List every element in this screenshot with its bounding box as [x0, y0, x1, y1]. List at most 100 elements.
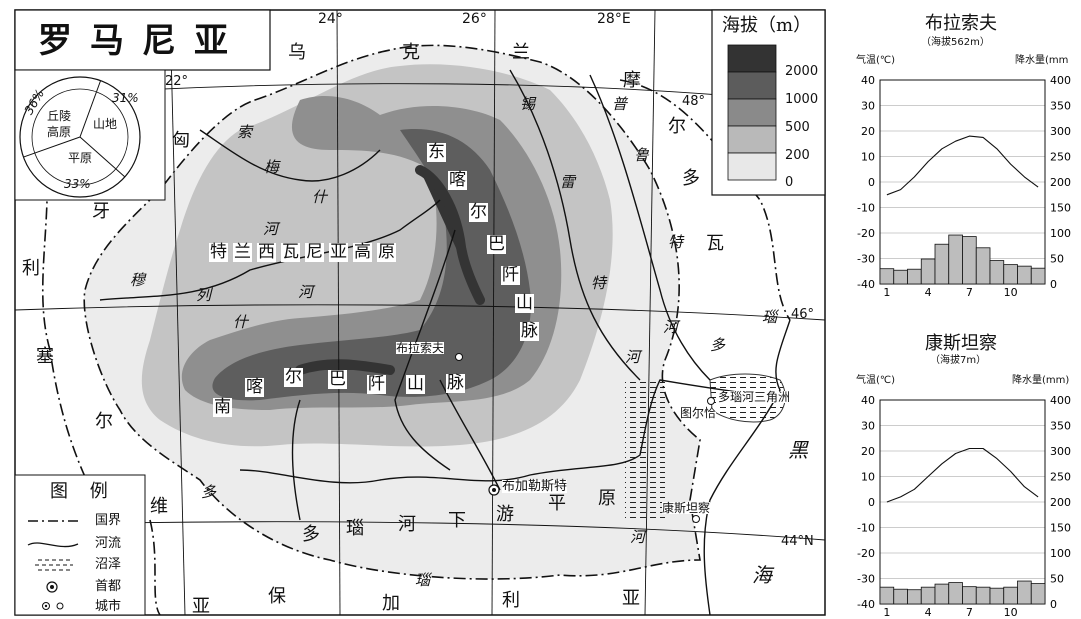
neighbor-moldova-2: 尔: [668, 116, 686, 137]
somes-char-2: 梅: [264, 158, 280, 176]
temp-tick-label: 10: [861, 151, 875, 164]
temp-tick-label: 30: [861, 420, 875, 433]
temp-tick-label: -10: [857, 202, 875, 215]
bucharest-marker-dot: [492, 488, 496, 492]
east-carp-1: 东: [427, 142, 446, 162]
precip-bar-month-9: [989, 587, 1005, 605]
month-tick-label: 10: [1004, 286, 1018, 299]
temp-tick-label: 0: [868, 496, 875, 509]
precip-bar-month-4: [920, 258, 936, 285]
neighbor-bulgaria-3: 利: [502, 590, 520, 611]
precip-tick-label: 400: [1050, 74, 1071, 87]
south-carp-3: 尔: [284, 367, 303, 387]
prut-char-3: 特: [668, 233, 684, 251]
lower-danube-swamp: [625, 380, 665, 520]
temp-tick-label: -40: [857, 598, 875, 611]
city-markers: [455, 353, 715, 523]
neighbor-bulgaria-4: 亚: [622, 588, 640, 609]
precip-bar-month-12: [1030, 583, 1046, 605]
climate2-ylabel-left: 气温(℃): [856, 375, 896, 386]
month-tick-label: 1: [883, 286, 890, 299]
south-carp-5: 阡: [367, 374, 386, 394]
neighbor-ukraine-3: 兰: [512, 42, 530, 63]
precip-tick-label: 250: [1050, 151, 1071, 164]
climate1-ylabel-left: 气温(℃): [856, 55, 896, 66]
precip-bar-month-1: [879, 586, 895, 605]
precip-bar-month-7: [962, 236, 977, 285]
mures-char-1: 穆: [130, 271, 146, 289]
neighbor-moldova-4: 瓦: [706, 233, 724, 254]
precip-bar-month-5: [934, 243, 950, 285]
precip-tick-label: 250: [1050, 471, 1071, 484]
precip-tick-label: 0: [1050, 598, 1057, 611]
precip-bar-month-5: [934, 583, 950, 605]
legend-label-capital: 首都: [95, 579, 122, 594]
pie-label-hills-2: 高原: [47, 125, 72, 139]
precip-bar-month-10: [1003, 586, 1018, 605]
precip-tick-label: 150: [1050, 522, 1071, 535]
precip-bar-month-1: [879, 268, 895, 285]
legend-title: 图 例: [50, 481, 116, 502]
lat-label-44: 44°N: [781, 534, 814, 549]
precip-tick-label: 350: [1050, 420, 1071, 433]
legend-label-river: 河流: [95, 536, 122, 551]
neighbor-serbia-4: 亚: [192, 596, 210, 617]
elev-label-500: 500: [785, 120, 810, 135]
meridian-22: [169, 10, 186, 615]
landform-pie-chart: [19, 76, 141, 198]
city-label-constanta: 康斯坦察: [662, 501, 711, 515]
precip-bar-month-4: [920, 586, 936, 605]
temp-tick-label: 0: [868, 176, 875, 189]
neighbor-hungary-3: 利: [22, 258, 40, 279]
temp-tick-label: -20: [857, 227, 875, 240]
neighbor-moldova-3: 多: [682, 168, 700, 189]
neighbor-serbia-2: 尔: [95, 411, 113, 432]
precip-bar-month-2: [893, 269, 908, 285]
precip-bar-month-9: [989, 260, 1005, 285]
month-tick-label: 10: [1004, 606, 1018, 619]
climate1-title: 布拉索夫: [925, 13, 997, 34]
lon-label-22: 22°: [165, 74, 189, 89]
siret-char-2: 雷: [560, 173, 576, 191]
bulgaria-serbia-border: [149, 519, 161, 615]
parallel-46: [15, 304, 825, 321]
month-tick-label: 4: [925, 286, 932, 299]
legend-label-swamp: 沼泽: [95, 557, 122, 572]
legend-city-symbol-1: [42, 602, 50, 610]
prut-char-1: 普: [612, 95, 628, 113]
somes-char-4: 河: [263, 220, 279, 238]
neighbor-serbia-3: 维: [150, 496, 168, 517]
plain-char-2: 瑙: [346, 518, 364, 539]
plateau-char-8: 原: [377, 242, 396, 262]
neighbor-serbia-1: 塞: [36, 346, 54, 367]
parallel-48: [139, 83, 721, 96]
temp-tick-label: 20: [861, 125, 875, 138]
somes-char-1: 索: [237, 123, 253, 141]
temp-tick-label: 40: [861, 74, 875, 87]
precip-bar-month-11: [1017, 265, 1032, 285]
precip-bar-month-6: [948, 582, 963, 605]
plain-char-6: 平: [548, 493, 566, 514]
city-label-tulcea: 图尔恰: [680, 406, 717, 420]
elevation-legend-swatches: [727, 44, 777, 181]
month-tick-label: 4: [925, 606, 932, 619]
climate2-subtitle: （海拔7m）: [930, 355, 987, 366]
title-box: [14, 9, 271, 71]
elevation-band-1000: [212, 129, 531, 401]
precip-tick-label: 150: [1050, 202, 1071, 215]
precip-tick-label: 50: [1050, 253, 1064, 266]
south-carp-1: 南: [213, 397, 232, 417]
plateau-char-2: 兰: [233, 242, 252, 262]
legend-city-dot: [44, 604, 48, 608]
precip-tick-label: 50: [1050, 573, 1064, 586]
precip-tick-label: 400: [1050, 394, 1071, 407]
south-carp-6: 山: [406, 374, 425, 394]
mures-char-2: 列: [196, 286, 212, 304]
elevation-band-2000: [295, 165, 485, 375]
elevation-swatch-500: [727, 98, 777, 127]
elev-label-200: 200: [785, 148, 810, 163]
siret-char-1: 锡: [520, 95, 536, 113]
east-carp-6: 山: [515, 293, 534, 313]
elevation-swatch-2000: [727, 44, 777, 73]
precip-bar-month-3: [907, 268, 922, 285]
